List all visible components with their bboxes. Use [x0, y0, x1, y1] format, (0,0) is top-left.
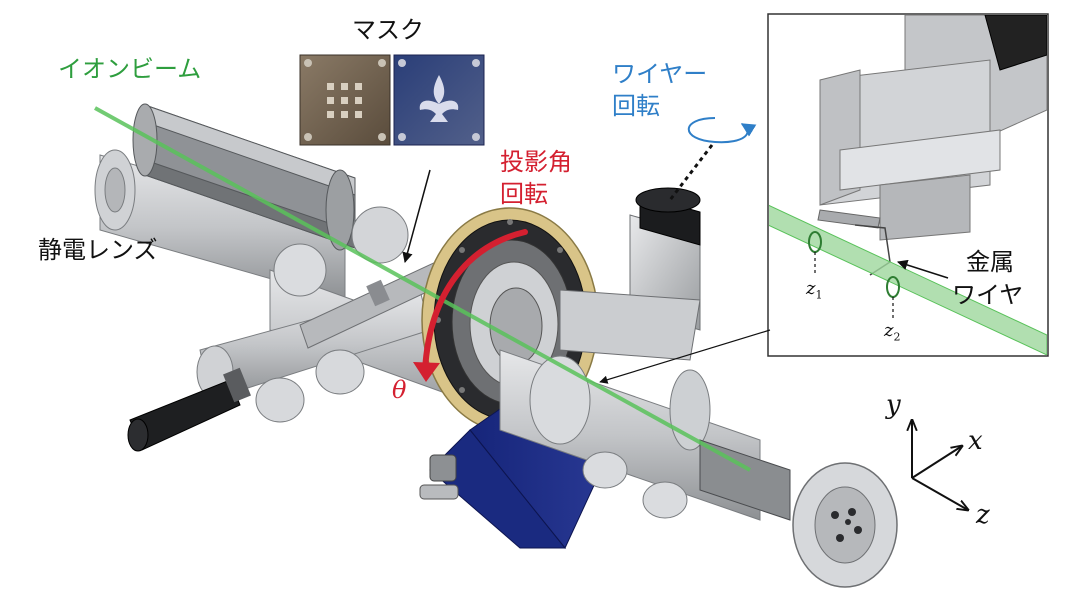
- inset-panel: [767, 13, 1049, 357]
- z1-label: z1: [806, 280, 822, 301]
- wire-rotation-axis: [668, 144, 714, 201]
- electrostatic-lens-cage: [132, 103, 356, 251]
- mask-label: マスク: [352, 16, 424, 44]
- mask-pointer-arrow: [402, 169, 431, 264]
- wire-rotation-arrow: [687, 117, 757, 144]
- projection-rotation-label-line2: 回転: [500, 180, 548, 208]
- theta-label: θ: [392, 376, 407, 404]
- mask-photo-fleur: [393, 54, 485, 146]
- projection-rotation-label-line1: 投影角: [500, 148, 572, 176]
- axis-z-label: z: [976, 500, 990, 530]
- z2-base: z: [884, 320, 894, 341]
- wire-rotation-label-line1: ワイヤー: [612, 60, 708, 88]
- coordinate-axes: [912, 420, 968, 510]
- z2-subscript: 2: [893, 330, 901, 344]
- metal-wire-label-line2: ワイヤ: [952, 281, 1024, 309]
- inset-callout-line: [599, 329, 771, 384]
- end-flange: [792, 462, 898, 588]
- axis-z-arrow: [911, 477, 968, 510]
- electrostatic-lens-label: 静電レンズ: [38, 236, 158, 264]
- axis-y-label: y: [886, 390, 901, 420]
- axis-x-arrow: [911, 446, 962, 479]
- metal-wire-pointer: [896, 259, 949, 279]
- wire-rotation-label-line2: 回転: [612, 92, 660, 120]
- projection-rotation-arrow: [422, 229, 528, 373]
- metal-wire-label-line1: 金属: [966, 248, 1014, 276]
- z1-base: z: [806, 278, 816, 299]
- inset-beam: [769, 204, 1047, 355]
- mask-photo-grid: [299, 54, 391, 146]
- axis-x-label: x: [968, 426, 983, 456]
- ion-beam-label: イオンビーム: [58, 55, 202, 83]
- wire-manipulator-column: [559, 187, 701, 361]
- ion-beam-line: [94, 106, 751, 472]
- z2-label: z2: [884, 322, 900, 343]
- z1-subscript: 1: [815, 288, 823, 302]
